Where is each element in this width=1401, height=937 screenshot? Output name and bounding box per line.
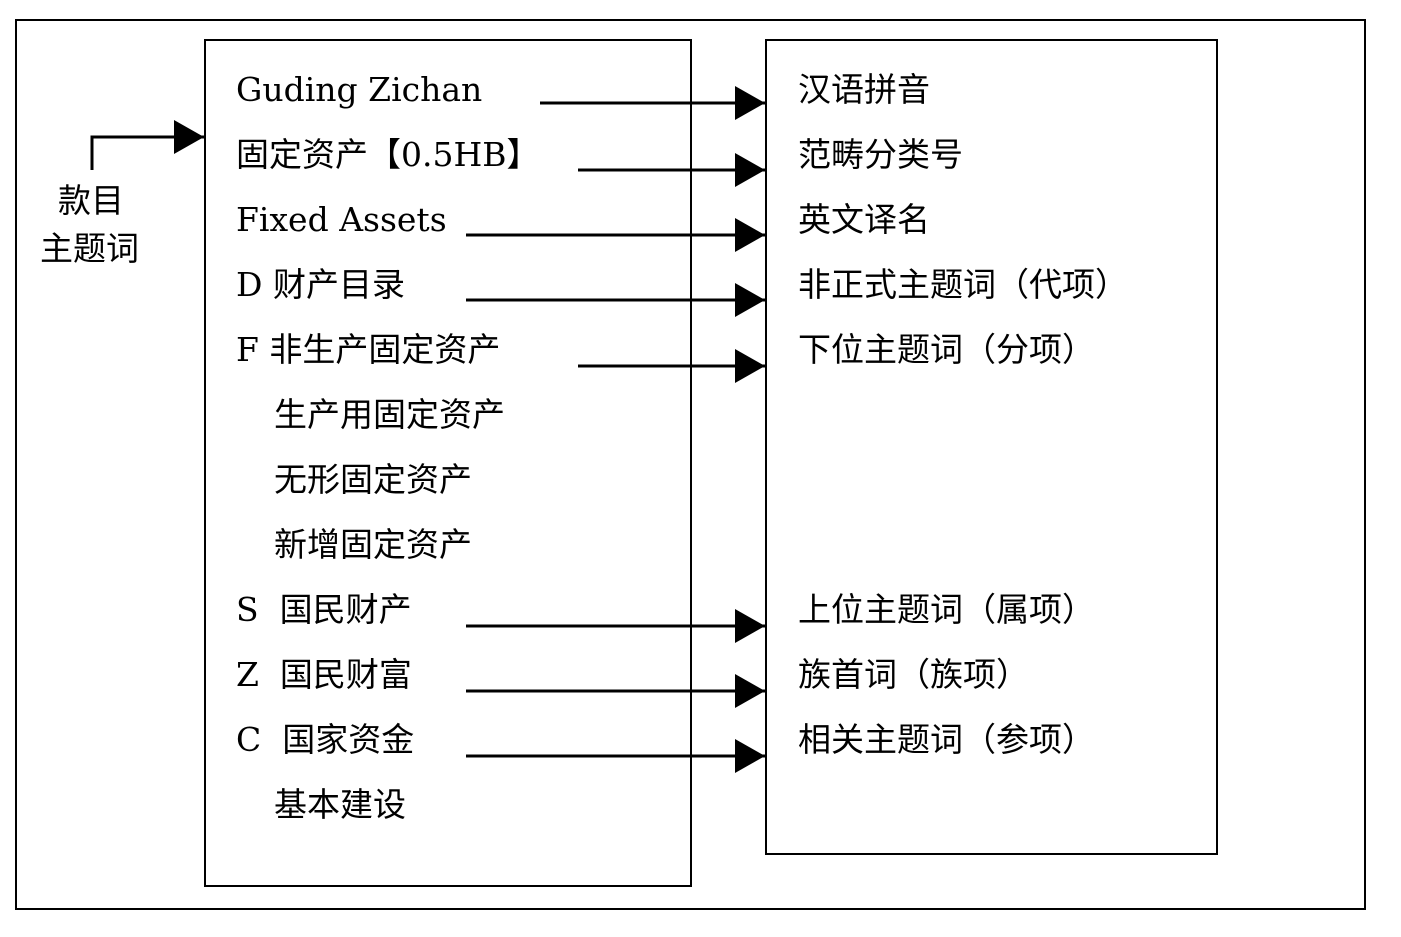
entry-broader: S 国民财产 [236, 590, 412, 629]
entry-narrower-4: 新增固定资产 [274, 525, 472, 564]
entry-term: 固定资产【0.5HB】 [236, 135, 540, 174]
side-label-arrow [90, 120, 204, 170]
side-label-line2: 主题词 [40, 229, 139, 268]
field-related: 相关主题词（参项） [798, 720, 1095, 759]
entry-narrower-1: F 非生产固定资产 [236, 330, 501, 369]
field-narrower: 下位主题词（分项） [798, 330, 1095, 369]
entry-use-for: D 财产目录 [236, 265, 405, 304]
field-pinyin: 汉语拼音 [798, 70, 930, 109]
entry-related-1: C 国家资金 [236, 720, 415, 759]
field-english: 英文译名 [798, 200, 930, 239]
outer-frame [15, 19, 1366, 910]
field-category: 范畴分类号 [798, 135, 963, 174]
entry-top-term: Z 国民财富 [236, 655, 412, 694]
side-label-line1: 款目 [58, 181, 124, 220]
entry-related-2: 基本建设 [274, 785, 406, 824]
entry-pinyin: Guding Zichan [236, 70, 483, 109]
field-broader: 上位主题词（属项） [798, 590, 1095, 629]
entry-narrower-2: 生产用固定资产 [274, 395, 505, 434]
field-non-preferred: 非正式主题词（代项） [798, 265, 1128, 304]
field-top-term: 族首词（族项） [798, 655, 1029, 694]
entry-term-box [204, 39, 692, 887]
field-legend-box [765, 39, 1218, 855]
entry-narrower-3: 无形固定资产 [274, 460, 472, 499]
entry-english: Fixed Assets [236, 200, 447, 239]
